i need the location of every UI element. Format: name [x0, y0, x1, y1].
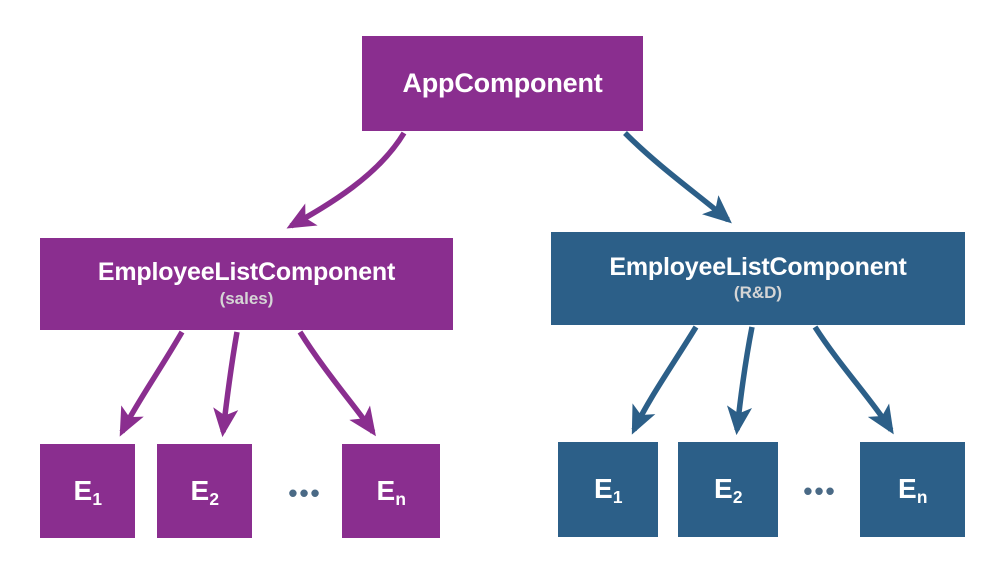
node-rnd-e2-label: E2: [714, 473, 743, 508]
node-rnd-e1-index: 1: [612, 487, 623, 508]
node-rnd-en-label: En: [898, 473, 928, 508]
node-employee-list-sales-label: EmployeeListComponent: [97, 258, 396, 287]
node-sales-e2-index: 2: [209, 488, 219, 509]
node-employee-list-rnd[interactable]: EmployeeListComponent (R&D): [551, 232, 965, 325]
node-sales-en-label: En: [376, 474, 406, 509]
edge-rnd-to-e2: [726, 326, 755, 436]
node-rnd-e1-label: E1: [594, 473, 623, 508]
node-rnd-en-base: E: [898, 473, 917, 505]
node-sales-e2-base: E: [190, 474, 210, 506]
node-rnd-e2-index: 2: [732, 487, 743, 508]
edge-rnd-to-e1: [631, 325, 699, 435]
node-app-component[interactable]: AppComponent: [362, 36, 643, 131]
node-sales-e1[interactable]: E1: [40, 444, 135, 538]
node-employee-list-sales[interactable]: EmployeeListComponent (sales): [40, 238, 453, 330]
sales-ellipsis: •••: [288, 478, 322, 508]
node-sales-en[interactable]: En: [342, 444, 440, 538]
node-rnd-e1-base: E: [594, 473, 613, 505]
node-rnd-e2[interactable]: E2: [678, 442, 778, 537]
node-sales-e1-index: 1: [92, 488, 102, 509]
edge-root-to-sales: [286, 131, 407, 229]
edge-sales-to-e1: [119, 330, 185, 437]
node-sales-e2[interactable]: E2: [157, 444, 252, 538]
node-rnd-e2-base: E: [714, 473, 733, 505]
edge-rnd-to-en: [812, 325, 894, 435]
node-rnd-e1[interactable]: E1: [558, 442, 658, 537]
node-sales-en-index: n: [395, 488, 406, 509]
edge-sales-to-en: [297, 330, 376, 437]
node-sales-e1-label: E1: [73, 474, 103, 509]
rnd-ellipsis: •••: [803, 476, 837, 506]
node-employee-list-rnd-subtitle: (R&D): [733, 283, 783, 303]
edge-root-to-rnd: [623, 131, 732, 224]
node-rnd-en[interactable]: En: [860, 442, 965, 537]
node-employee-list-rnd-label: EmployeeListComponent: [609, 252, 907, 281]
node-sales-en-base: E: [376, 474, 396, 506]
edge-sales-to-e2: [213, 331, 240, 438]
node-sales-e1-base: E: [73, 474, 93, 506]
node-sales-e2-label: E2: [190, 474, 220, 509]
node-employee-list-sales-subtitle: (sales): [219, 288, 274, 308]
node-app-component-label: AppComponent: [402, 67, 603, 98]
node-rnd-en-index: n: [916, 487, 928, 508]
